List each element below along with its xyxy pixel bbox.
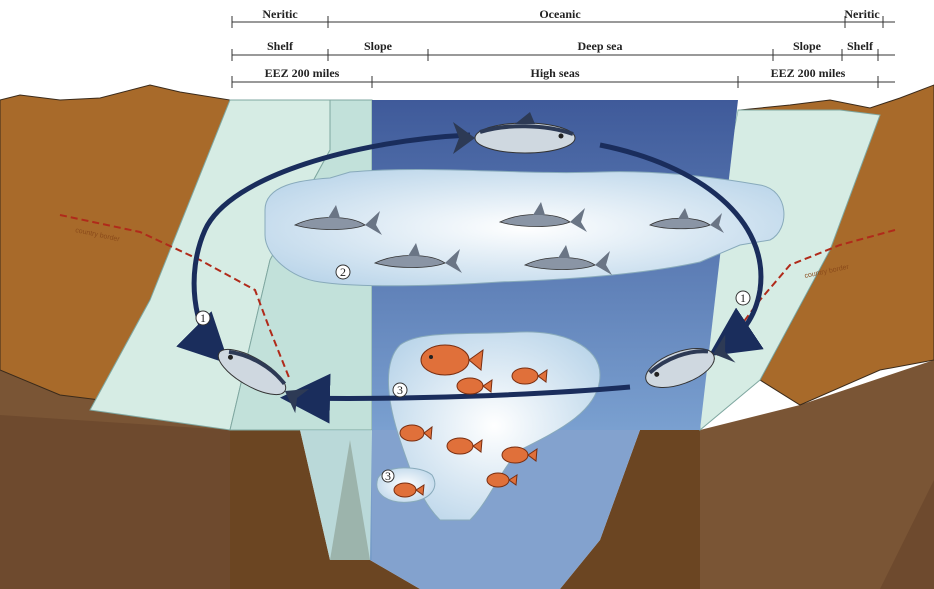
label-shelf-right: Shelf bbox=[847, 39, 874, 53]
label-eez-right: EEZ 200 miles bbox=[771, 66, 846, 80]
svg-text:1: 1 bbox=[200, 311, 206, 325]
marker-2: 2 bbox=[336, 265, 350, 279]
label-neritic-left: Neritic bbox=[262, 7, 298, 21]
svg-text:3: 3 bbox=[385, 469, 391, 483]
label-neritic-right: Neritic bbox=[844, 7, 880, 21]
marker-3: 3 bbox=[393, 383, 407, 397]
marker-1-right: 1 bbox=[736, 291, 750, 305]
marker-3-small: 3 bbox=[382, 469, 394, 483]
svg-text:3: 3 bbox=[397, 383, 403, 397]
label-high-seas: High seas bbox=[530, 66, 579, 80]
marker-1-left: 1 bbox=[196, 311, 210, 325]
label-oceanic: Oceanic bbox=[539, 7, 581, 21]
label-slope-left: Slope bbox=[364, 39, 393, 53]
label-shelf-left: Shelf bbox=[267, 39, 294, 53]
label-eez-left: EEZ 200 miles bbox=[265, 66, 340, 80]
label-slope-right: Slope bbox=[793, 39, 822, 53]
svg-text:1: 1 bbox=[740, 291, 746, 305]
label-deep-sea: Deep sea bbox=[578, 39, 623, 53]
scale-bars: Neritic Oceanic Neritic Shelf Slope Deep… bbox=[232, 7, 895, 88]
svg-text:2: 2 bbox=[340, 265, 346, 279]
